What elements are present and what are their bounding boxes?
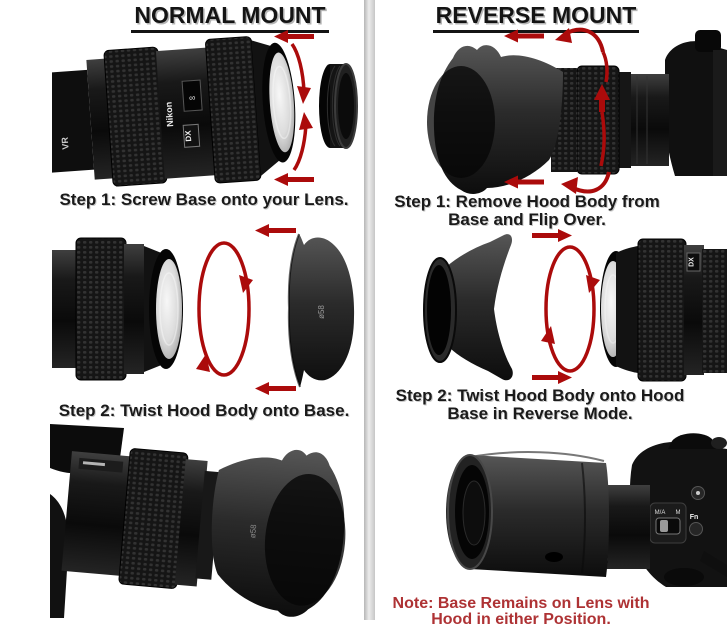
fn-button-icon bbox=[689, 522, 703, 536]
camera-body: Fn M/A M bbox=[629, 433, 727, 587]
reverse-step2-caption: Step 2: Twist Hood Body onto Hood Base i… bbox=[390, 387, 690, 423]
hood-opening-shadow bbox=[427, 265, 451, 355]
arrow-left-top-icon bbox=[255, 224, 296, 237]
hood-opening-shadow bbox=[427, 66, 495, 178]
normal-mount-title: NORMAL MOUNT bbox=[110, 2, 350, 33]
normal-mount-title-text: NORMAL MOUNT bbox=[131, 2, 329, 33]
mount-direction-arrows bbox=[532, 229, 572, 384]
reverse-note-line2: Hood in either Position. bbox=[431, 611, 611, 627]
camera-body-edge-lower bbox=[50, 494, 69, 618]
lens-brand-text: Nikon bbox=[163, 101, 175, 127]
reverse-step1-illustration bbox=[413, 26, 727, 194]
hood-opening-shadow bbox=[264, 473, 346, 606]
lens-side-view: VR Nikon ∞ DX bbox=[52, 36, 296, 187]
arrow-right-top-icon bbox=[532, 229, 572, 242]
arrow-left-bottom-icon bbox=[274, 173, 314, 186]
lens-with-hood bbox=[427, 45, 669, 194]
twist-ellipse-icon bbox=[196, 241, 253, 377]
hood-diameter-text: ø58 bbox=[248, 523, 258, 538]
focus-switch-manual-label: M bbox=[676, 510, 681, 516]
arrow-left-top-icon bbox=[504, 29, 544, 43]
normal-step1-illustration: VR Nikon ∞ DX bbox=[52, 28, 362, 190]
reverse-note: Note: Base Remains on Lens with Hood in … bbox=[371, 596, 671, 627]
hood-base-ring bbox=[319, 63, 358, 149]
infinity-mark: ∞ bbox=[189, 92, 196, 102]
vr-badge-text: VR bbox=[60, 136, 71, 150]
twist-ellipse-icon bbox=[541, 245, 600, 373]
reverse-step2-illustration: DX bbox=[420, 229, 727, 385]
normal-step2-caption: Step 2: Twist Hood Body onto Base. bbox=[58, 401, 350, 420]
arrow-right-bottom-icon bbox=[532, 371, 572, 384]
lens-front-view: DX bbox=[600, 238, 727, 382]
hood-notch bbox=[545, 552, 563, 562]
front-lens-glass bbox=[269, 52, 295, 153]
hood-body: ø58 bbox=[287, 233, 355, 388]
arrow-left-bottom-icon bbox=[255, 382, 296, 395]
dx-badge-text: DX bbox=[689, 257, 696, 267]
arrow-left-top-icon bbox=[274, 30, 314, 43]
reverse-mount-title: REVERSE MOUNT bbox=[416, 2, 656, 33]
normal-result-illustration: ø58 bbox=[50, 424, 346, 618]
reverse-step2-caption-line2: Base in Reverse Mode. bbox=[447, 404, 633, 423]
top-arc-icon bbox=[555, 27, 609, 83]
camera-body bbox=[665, 30, 727, 176]
reverse-step1-caption-line1: Step 1: Remove Hood Body from bbox=[394, 192, 660, 211]
dx-badge-text: DX bbox=[183, 130, 193, 142]
unscrew-arrows bbox=[504, 27, 611, 194]
lens-with-reversed-hood bbox=[446, 451, 650, 577]
focus-window bbox=[181, 79, 203, 112]
reverse-result-illustration: Fn M/A M bbox=[436, 427, 727, 597]
arrow-left-bottom-icon bbox=[504, 175, 544, 189]
reverse-mount-title-text: REVERSE MOUNT bbox=[432, 2, 640, 33]
reverse-note-line1: Note: Base Remains on Lens with bbox=[392, 595, 650, 612]
focus-mode-switch: M/A M bbox=[649, 502, 687, 544]
column-divider bbox=[364, 0, 375, 620]
twist-arc-icon bbox=[290, 42, 308, 172]
lens-front-view bbox=[52, 237, 183, 381]
bottom-arc-icon bbox=[561, 171, 611, 194]
normal-step2-illustration: ø58 bbox=[52, 220, 362, 398]
reverse-step2-caption-line1: Step 2: Twist Hood Body onto Hood bbox=[395, 386, 685, 405]
reverse-step1-caption: Step 1: Remove Hood Body from Base and F… bbox=[377, 193, 677, 229]
focus-switch-auto-label: M/A bbox=[655, 510, 666, 516]
lens-with-hood: ø58 bbox=[61, 448, 346, 617]
fn-button-label: Fn bbox=[690, 514, 699, 521]
flipped-hood-body bbox=[423, 234, 513, 381]
reverse-step1-caption-line2: Base and Flip Over. bbox=[448, 210, 606, 229]
normal-step1-caption: Step 1: Screw Base onto your Lens. bbox=[59, 190, 349, 209]
up-arrow-icon bbox=[594, 84, 610, 167]
front-lens-glass bbox=[156, 259, 182, 359]
rotation-arrows bbox=[274, 30, 314, 186]
mount-direction-arrows bbox=[255, 224, 296, 395]
hood-diameter-text: ø58 bbox=[317, 305, 326, 319]
